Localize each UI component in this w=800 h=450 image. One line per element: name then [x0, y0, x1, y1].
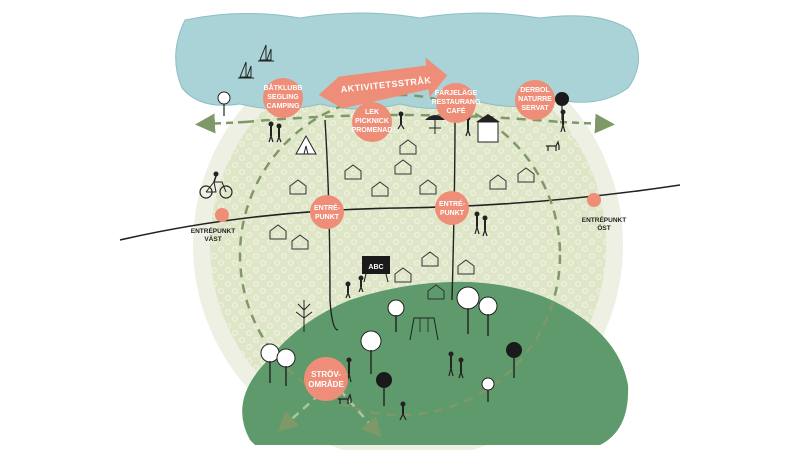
- entry-ost-label-1: ENTRÉPUNKT: [582, 215, 626, 224]
- svg-text:ENTRÉ-: ENTRÉ-: [439, 199, 466, 208]
- sign-board-icon: ABC: [362, 256, 390, 283]
- svg-text:PUNKT: PUNKT: [440, 210, 465, 217]
- houses: [269, 139, 535, 300]
- person-icon: [276, 123, 282, 143]
- dog-icon: [338, 393, 352, 404]
- house-icon: [394, 159, 412, 175]
- forest-path-2: [339, 389, 382, 438]
- umbrella-table-icon: [425, 115, 445, 134]
- aktivitetsstrak-arrow: AKTIVITETSSTRÅK: [318, 57, 448, 109]
- svg-text:SERVAT: SERVAT: [521, 105, 549, 112]
- house-icon: [394, 267, 412, 283]
- person-icon: [482, 215, 488, 237]
- tent-icon: [295, 134, 317, 155]
- sailboat-icon: [258, 44, 274, 62]
- house-icon: [517, 167, 535, 183]
- house-icon: [291, 234, 309, 250]
- tree-icon: [217, 91, 231, 116]
- path-arrow-west: [195, 113, 246, 134]
- node-farjelage: FÄRJELÄGE RESTAURANG CAFÉ: [432, 83, 481, 123]
- svg-text:STRÖV-: STRÖV-: [311, 370, 341, 379]
- svg-text:PROMENAD: PROMENAD: [352, 127, 393, 134]
- entry-vast-label-1: ENTRÉPUNKT: [191, 226, 235, 235]
- path-arrow-east: [559, 113, 615, 134]
- tree-icon: [276, 348, 296, 386]
- person-icon: [474, 211, 480, 235]
- svg-text:OMRÅDE: OMRÅDE: [308, 380, 344, 389]
- tree-icon: [295, 300, 313, 332]
- tree-icon: [456, 286, 480, 334]
- house-icon: [489, 174, 507, 190]
- tree-icon: [376, 372, 392, 406]
- person-icon: [268, 121, 274, 143]
- house-icon: [457, 259, 475, 275]
- shoreline-path: [244, 113, 561, 124]
- tree-icon: [360, 330, 382, 374]
- forest-area: [242, 281, 629, 445]
- person-icon: [346, 357, 352, 383]
- house-icon: [289, 179, 307, 195]
- person-icon: [458, 357, 464, 379]
- svg-text:CAMPING: CAMPING: [266, 103, 300, 110]
- kiosk-icon: [476, 114, 500, 143]
- node-entre-east: ENTRÉ- PUNKT: [435, 191, 469, 225]
- tree-icon: [260, 343, 280, 383]
- house-icon: [427, 284, 445, 300]
- svg-text:SEGLING: SEGLING: [267, 94, 299, 101]
- node-lek: LEK PICKNICK PROMENAD: [352, 102, 393, 142]
- entry-ost-label-2: ÖST: [597, 223, 610, 232]
- house-icon: [419, 179, 437, 195]
- entry-point-vast-marker: [215, 208, 229, 222]
- svg-text:FÄRJELÄGE: FÄRJELÄGE: [435, 89, 478, 97]
- svg-text:DERBOL: DERBOL: [520, 87, 550, 94]
- sign-text: ABC: [368, 264, 383, 271]
- svg-text:PICKNICK: PICKNICK: [355, 118, 389, 125]
- tree-icon: [387, 299, 405, 332]
- svg-text:RESTAURANG: RESTAURANG: [432, 99, 481, 106]
- house-icon: [344, 164, 362, 180]
- svg-text:LEK: LEK: [365, 109, 379, 116]
- bicycle-icon: [199, 171, 233, 199]
- svg-text:CAFÉ: CAFÉ: [446, 106, 465, 115]
- person-icon: [448, 351, 454, 377]
- dog-icon: [546, 140, 560, 151]
- forest-path-1: [277, 384, 331, 432]
- house-icon: [399, 139, 417, 155]
- svg-text:BÅTKLUBB: BÅTKLUBB: [264, 83, 303, 92]
- house-icon: [269, 224, 287, 240]
- person-icon: [399, 401, 407, 421]
- svg-text:ENTRÉ-: ENTRÉ-: [314, 203, 341, 212]
- node-entre-west: ENTRÉ- PUNKT: [310, 195, 344, 229]
- person-icon: [560, 109, 566, 133]
- node-derbol: DERBOL NATURRE SERVAT: [515, 80, 555, 120]
- house-icon: [371, 181, 389, 197]
- node-batklubb: BÅTKLUBB SEGLING CAMPING: [263, 78, 303, 118]
- road-west-branch: [324, 119, 339, 331]
- svg-text:NATURRE: NATURRE: [518, 96, 552, 103]
- entry-vast-label-2: VÄST: [204, 235, 221, 243]
- person-icon: [358, 275, 364, 293]
- person-icon: [345, 281, 351, 299]
- tree-icon: [506, 342, 522, 378]
- node-strovomrade: STRÖV- OMRÅDE: [304, 357, 348, 401]
- swing-icon: [409, 317, 439, 341]
- tree-icon: [478, 296, 498, 336]
- person-icon: [397, 111, 405, 130]
- entry-point-ost-marker: [587, 193, 601, 207]
- svg-text:PUNKT: PUNKT: [315, 214, 340, 221]
- house-icon: [421, 251, 439, 267]
- sailboat-icon: [238, 61, 254, 79]
- tree-icon: [481, 377, 495, 402]
